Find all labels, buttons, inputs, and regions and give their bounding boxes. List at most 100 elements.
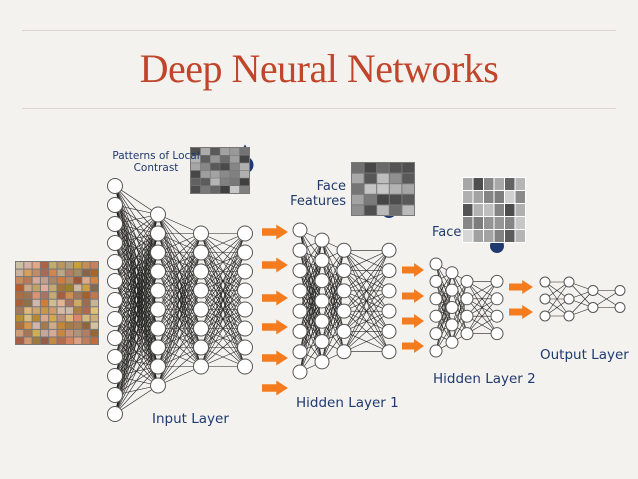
image-tile [239,170,249,178]
image-tile [40,277,49,284]
connection-line [200,290,246,367]
image-tile [200,178,210,186]
image-tile [74,307,82,314]
image-tile [220,170,230,178]
neuron [539,293,551,305]
image-tile [32,262,40,269]
image-tile [82,322,90,329]
image-tile [220,155,230,163]
image-tile [377,205,389,215]
image-tile [90,337,98,344]
image-frame [462,177,526,243]
neuron [336,323,352,339]
image-tile [24,262,32,269]
image-tile [239,178,249,186]
image-tile [40,269,49,277]
image-tile [32,307,40,314]
connection-line [114,214,159,282]
neuron [490,292,504,306]
image-tile [49,262,57,269]
neuron [381,323,397,339]
neuron [292,242,308,258]
connection-line [343,250,390,352]
image-tile [32,269,40,277]
image-tile [463,217,473,229]
neuron [563,310,575,322]
image-tile [352,205,364,215]
neuron [292,364,308,380]
top-divider [22,30,616,31]
output-network [539,276,626,322]
right-arrow-icon [262,257,288,273]
connection-line [435,307,453,352]
connection-line [200,233,246,310]
connection-line [343,250,390,292]
slide-title: Deep Neural Networks [139,46,499,91]
image-tile [49,322,57,329]
connection-line [343,250,390,271]
image-tile [16,307,24,314]
right-arrow-icon [262,319,288,335]
image-tile [364,194,377,205]
image-tile [24,292,32,299]
neuron [381,242,397,258]
image-tile [389,205,402,215]
connection-line [114,252,159,415]
image-tile [90,262,98,269]
connection-line [299,300,323,373]
neuron [429,257,443,271]
neuron [336,263,352,279]
connection-line [466,281,498,334]
image-tile [364,173,377,184]
image-tile [65,322,74,329]
connection-line [544,281,570,317]
connection-line [157,347,202,386]
image-tile [32,284,40,292]
neuron [381,303,397,319]
neuron [460,274,474,288]
image-tile [352,194,364,205]
image-tile [82,337,90,344]
connection-line [157,233,202,386]
image-tile [65,299,74,307]
connections [544,281,621,317]
image-tile [389,194,402,205]
image-tile [57,269,65,277]
connection-line [114,185,159,215]
image-tile [494,217,504,229]
image-tile [74,337,82,344]
neuron [237,263,253,280]
image-tile [230,178,240,186]
image-tile [239,186,249,193]
neuron [193,358,209,375]
image-tile [82,262,90,269]
image-tile [57,337,65,344]
input-layer-label: Input Layer [152,411,229,427]
image-tile [57,292,65,299]
neuron [539,310,551,322]
image-tile [49,329,57,337]
neuron [429,292,443,306]
connection-line [200,233,246,291]
image-tile [515,204,525,216]
neuron [587,285,599,296]
face-label: Face [432,225,462,240]
image-tile [24,269,32,277]
neuron [292,283,308,299]
image-tile [16,269,24,277]
image-tile [210,148,220,155]
neuron [587,302,599,313]
image-tile [40,292,49,299]
image-tile [484,191,494,203]
neuron [237,244,253,261]
neuron [490,309,504,323]
connection-line [343,270,390,352]
image-tile [377,163,389,173]
image-tile [57,277,65,284]
neuron [193,225,209,242]
neuron [237,225,253,242]
connection-line [114,328,159,415]
image-tile [377,184,389,194]
neuron [193,282,209,299]
image-tile [40,337,49,344]
